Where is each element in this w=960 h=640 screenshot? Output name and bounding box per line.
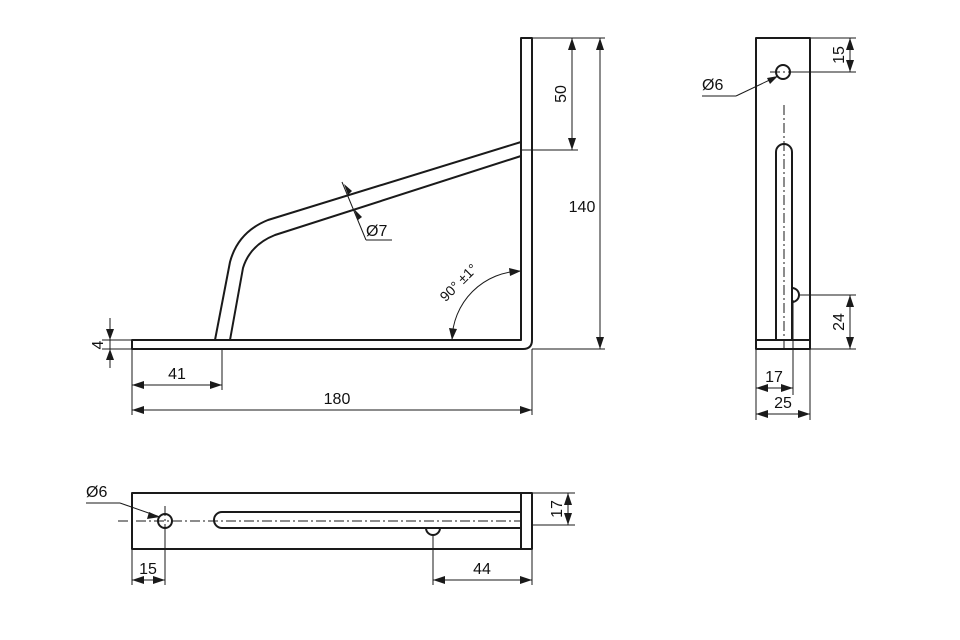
angle-arc: [451, 270, 522, 341]
arrowhead: [132, 406, 144, 414]
brace-rod-inner: [229, 155, 522, 341]
dim-hole-diameter-top: Ø6: [86, 484, 107, 501]
bracket-outline: [131, 37, 533, 350]
top-slot-hole: [425, 527, 441, 536]
dim-inner-width: 17: [765, 369, 783, 386]
arrowhead: [846, 38, 854, 50]
side-view: Ø6 15 24 17 25: [702, 37, 856, 420]
arrowhead: [756, 384, 768, 392]
arrowhead: [344, 184, 352, 195]
arrowhead: [153, 576, 165, 584]
dim-upper-segment: 50: [553, 85, 570, 103]
dim-overall-height: 140: [569, 199, 596, 216]
leader-line: [341, 181, 367, 241]
arrowhead: [106, 349, 114, 360]
arrowhead: [596, 337, 604, 349]
dim-slot-offset: 24: [831, 313, 848, 331]
top-slot: [213, 511, 522, 529]
dim-slot-offset-top: 44: [473, 561, 491, 578]
arrowhead: [433, 576, 445, 584]
arrowhead: [846, 295, 854, 307]
arrowhead: [568, 38, 576, 50]
arrowhead: [132, 576, 144, 584]
dim-width: 25: [774, 395, 792, 412]
arrowhead: [354, 209, 362, 220]
arrowhead: [210, 381, 222, 389]
dim-hole-offset-top: 15: [139, 561, 157, 578]
dim-brace-offset: 41: [168, 366, 186, 383]
arrowhead: [781, 384, 793, 392]
side-slot-hole: [791, 287, 800, 303]
dim-hole-diameter: Ø6: [702, 77, 723, 94]
arrowhead: [147, 512, 160, 519]
dim-brace-diameter: Ø7: [366, 223, 387, 240]
arrowhead: [798, 410, 810, 418]
side-base: [755, 339, 811, 350]
arrowhead: [520, 576, 532, 584]
angle-tolerance: 90° ±1°: [436, 260, 480, 304]
arrowhead: [846, 337, 854, 349]
dim-hole-offset: 15: [831, 46, 848, 64]
dim-thickness: 4: [90, 340, 107, 349]
brace-rod: [214, 141, 522, 341]
side-slot: [775, 143, 793, 341]
arrowhead: [132, 381, 144, 389]
arrowhead: [568, 138, 576, 150]
arrowhead: [564, 493, 572, 505]
arrowhead: [767, 76, 778, 84]
arrowhead: [756, 410, 768, 418]
arrowhead: [449, 328, 457, 340]
arrowhead: [564, 513, 572, 525]
arrowhead: [846, 60, 854, 72]
dim-overall-length: 180: [324, 391, 351, 408]
arrowhead: [596, 38, 604, 50]
arrowhead: [106, 329, 114, 340]
front-view: 180 41 4 140 50 Ø7: [90, 37, 605, 415]
arrowhead: [520, 406, 532, 414]
dim-width-top: 17: [549, 500, 566, 518]
arrowhead: [509, 268, 521, 276]
top-view: Ø6 15 44 17: [86, 484, 575, 585]
